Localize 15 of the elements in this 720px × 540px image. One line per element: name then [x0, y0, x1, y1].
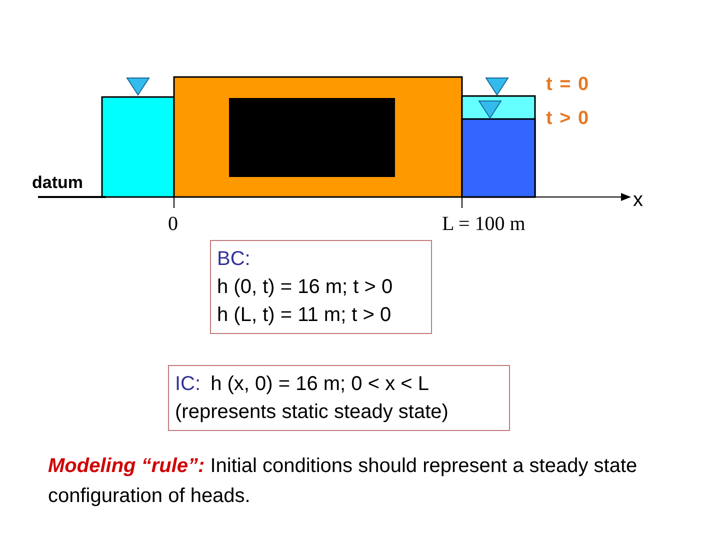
condition-heading: IC:: [175, 373, 201, 395]
modeling-rule-note: Modeling “rule”: Initial conditions should represent a steady state configuration of heads.: [48, 454, 638, 509]
condition-equation: h (L, t) = 11 m; t > 0: [217, 304, 392, 326]
axis-label: x: [633, 189, 643, 212]
datum-label: datum: [32, 173, 83, 193]
boundary-condition-box: [210, 240, 432, 334]
condition-heading: BC:: [217, 248, 250, 270]
initial-condition-box: [168, 365, 510, 431]
condition-equation: (represents static steady state): [175, 401, 448, 423]
axis-tick-label: 0: [168, 213, 178, 236]
length-label: L = 100 m: [442, 213, 526, 236]
time-label: t > 0: [546, 108, 590, 130]
condition-equation: h (0, t) = 16 m; t > 0: [217, 276, 393, 298]
condition-equation: h (x, 0) = 16 m; 0 < x < L: [210, 373, 429, 395]
time-label: t = 0: [546, 74, 590, 96]
